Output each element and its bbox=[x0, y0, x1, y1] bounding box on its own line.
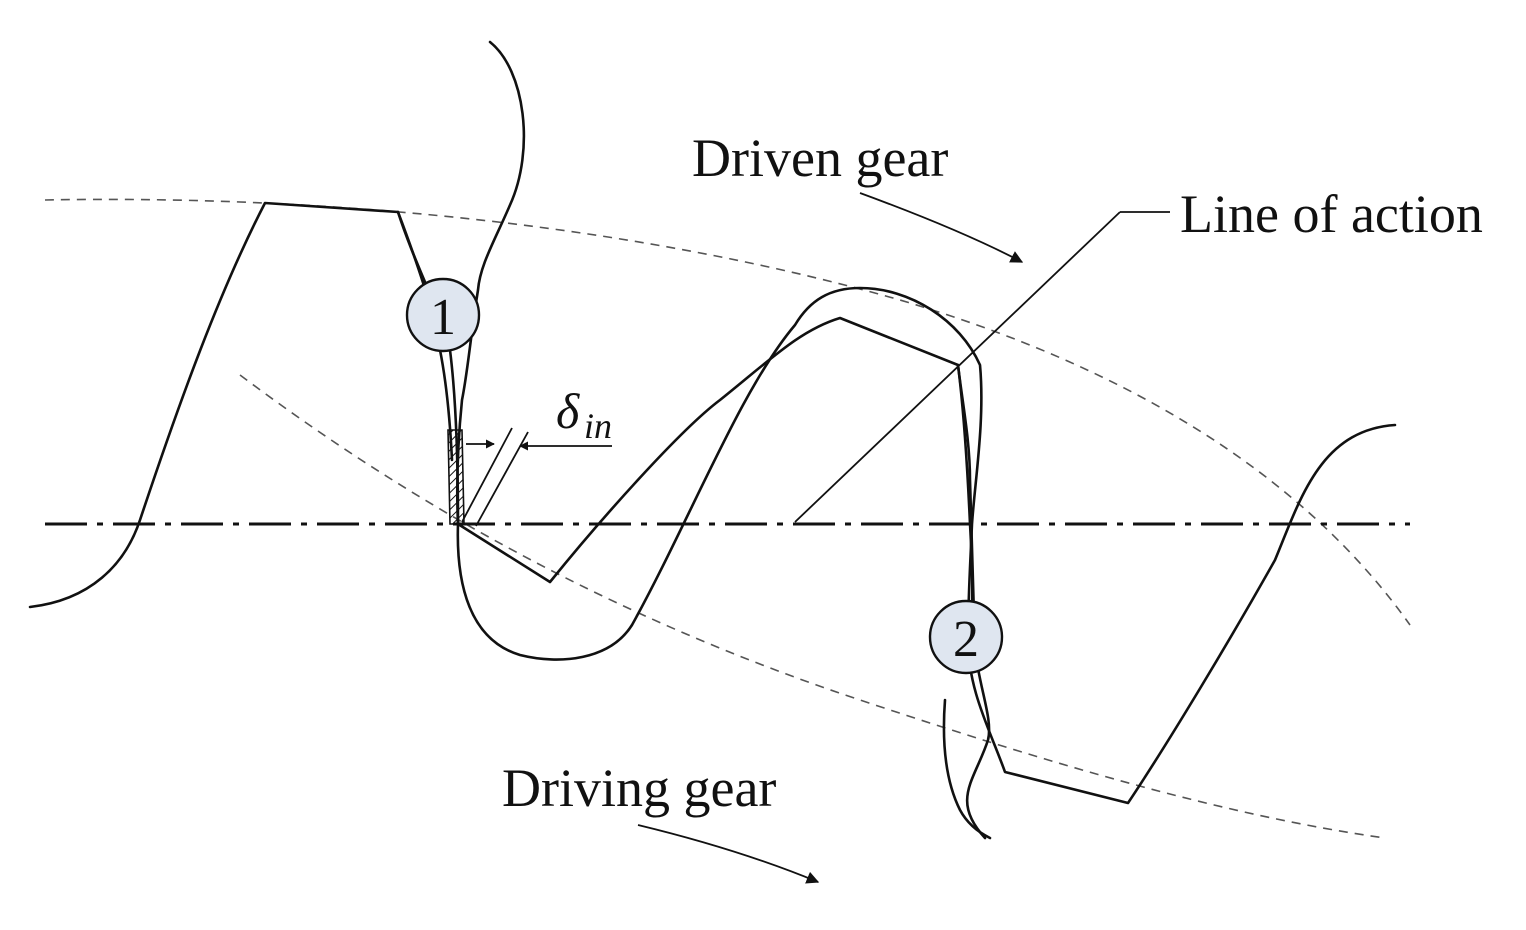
contact-crossing-2 bbox=[956, 363, 974, 642]
driving-gear-label: Driving gear bbox=[502, 758, 776, 818]
contact-point-2-label: 2 bbox=[953, 611, 979, 668]
delta-in-label: δ in bbox=[556, 383, 612, 446]
line-of-action-label: Line of action bbox=[1180, 184, 1483, 244]
contact-point-1-label: 1 bbox=[430, 289, 456, 346]
contact-point-2-badge: 2 bbox=[928, 599, 1004, 675]
delta-symbol: δ bbox=[556, 383, 580, 439]
driving-tooth-flank-2 bbox=[942, 698, 992, 840]
line-of-action bbox=[794, 211, 1121, 523]
driving-gear-pitch-circle bbox=[239, 374, 1386, 839]
contact-point-1-badge: 1 bbox=[405, 277, 481, 353]
driven-gear-label: Driven gear bbox=[692, 128, 948, 188]
delta-subscript: in bbox=[584, 406, 612, 446]
delta-extension-line-a bbox=[461, 427, 513, 523]
driven-gear-pitch-circle bbox=[44, 198, 1411, 626]
driven-gear-rotation-arrow bbox=[859, 192, 1024, 263]
driven-gear-profile bbox=[28, 201, 1397, 805]
backlash-hatch bbox=[447, 429, 465, 525]
driving-gear-rotation-arrow bbox=[637, 824, 820, 884]
